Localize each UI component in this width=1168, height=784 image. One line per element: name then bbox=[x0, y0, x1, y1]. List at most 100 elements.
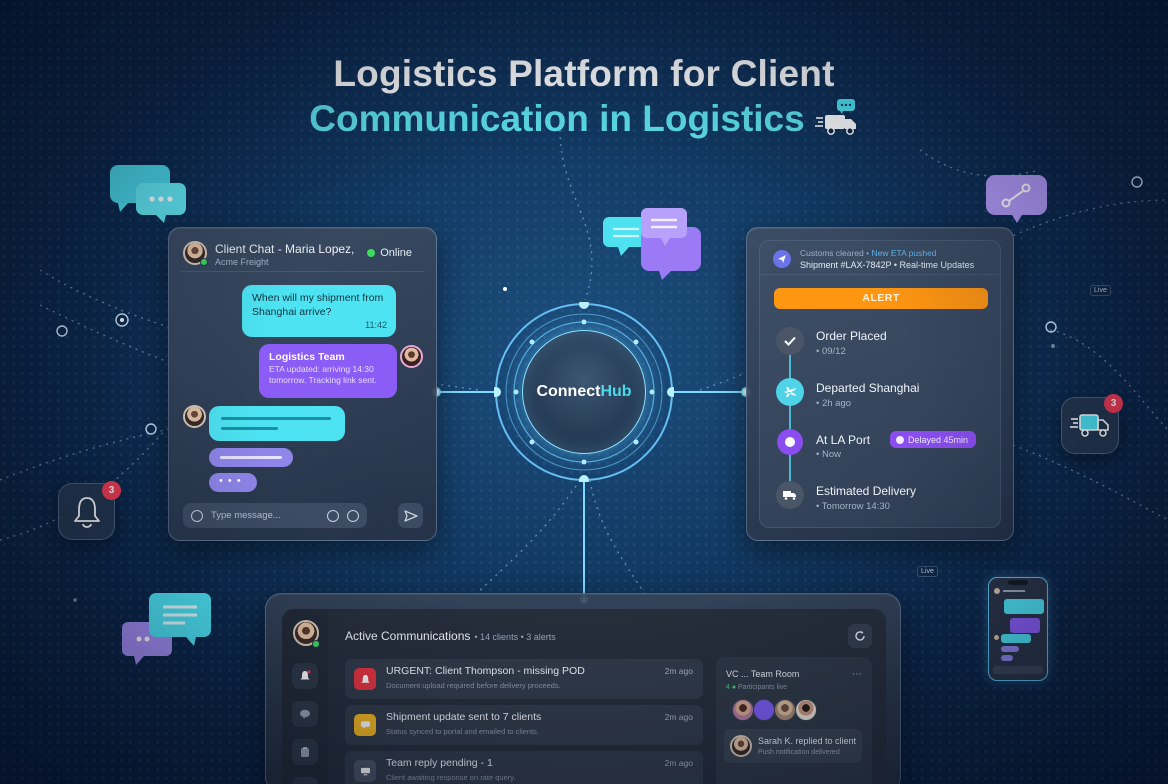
step-sub: • Now bbox=[816, 449, 841, 460]
status-label: Online bbox=[380, 247, 412, 259]
title-line-2: Communication in Logistics bbox=[309, 96, 858, 142]
chat-bubbles-icon-bottom bbox=[122, 592, 214, 671]
pin-icon bbox=[896, 435, 904, 444]
truck-chat-icon bbox=[814, 99, 859, 139]
truck-icon bbox=[1070, 413, 1109, 437]
dashboard-screen: Active Communications• 14 clients • 3 al… bbox=[282, 609, 886, 784]
chat-header: Client Chat - Maria Lopez, Acme Freight … bbox=[181, 240, 424, 272]
message-placeholder-text: Type message... bbox=[211, 510, 281, 521]
avatar-client-male bbox=[183, 405, 206, 428]
send-button[interactable] bbox=[398, 503, 423, 528]
delivery-truck-button[interactable]: 3 bbox=[1061, 394, 1123, 454]
alert-bell-icon bbox=[354, 668, 376, 690]
message-icon bbox=[354, 714, 376, 736]
send-icon bbox=[403, 509, 418, 522]
step-sub: • 09/12 bbox=[816, 346, 846, 357]
team-room-card[interactable]: VC ... Team Room ⋯ 4 ● Participants live… bbox=[716, 657, 872, 784]
notification-time: 2m ago bbox=[664, 712, 693, 722]
video-call-icon[interactable] bbox=[753, 699, 775, 721]
notification-sub: Document upload required before delivery… bbox=[386, 681, 561, 690]
step-sub: • 2h ago bbox=[816, 398, 852, 409]
message-text: ETA updated: arriving 14:30 tomorrow. Tr… bbox=[269, 364, 377, 385]
plane-badge-icon bbox=[773, 250, 791, 268]
message-input[interactable]: Type message... bbox=[183, 503, 367, 528]
avatar-team-member bbox=[400, 345, 423, 368]
notification-sub: Client awaiting response on rate query. bbox=[386, 773, 516, 782]
notification-item-urgent[interactable]: URGENT: Client Thompson - missing POD Do… bbox=[345, 659, 703, 699]
step-sub: • Tomorrow 14:30 bbox=[816, 501, 890, 512]
step-title: Estimated Delivery bbox=[816, 484, 917, 498]
status-dot-icon bbox=[367, 249, 376, 257]
participant-avatar bbox=[732, 699, 754, 721]
chat-company: Acme Freight bbox=[215, 257, 269, 267]
reply-title: Sarah K. replied to client bbox=[758, 736, 857, 746]
share-icon[interactable]: ⋯ bbox=[852, 669, 862, 680]
timeline-line bbox=[789, 341, 791, 499]
step-title: At LA Port bbox=[816, 433, 871, 447]
check-icon bbox=[776, 327, 804, 355]
notification-title: Team reply pending - 1 bbox=[386, 757, 493, 769]
sidebar-chat-button[interactable] bbox=[292, 701, 318, 727]
notification-time: 2m ago bbox=[664, 666, 693, 676]
sidebar-clipboard-button[interactable] bbox=[292, 739, 318, 765]
tracking-card: Customs cleared • New ETA pushed Shipmen… bbox=[759, 240, 1001, 528]
message-sender: Logistics Team bbox=[269, 351, 345, 363]
alert-button[interactable]: ALERT bbox=[774, 288, 988, 309]
notification-time: 2m ago bbox=[664, 758, 693, 768]
sidebar-settings-button[interactable] bbox=[292, 777, 318, 784]
title-line-2-text: Communication in Logistics bbox=[309, 98, 805, 139]
refresh-button[interactable] bbox=[848, 624, 872, 648]
truck-count-badge: 3 bbox=[1104, 394, 1123, 413]
message-client: When will my shipment from Shanghai arri… bbox=[242, 285, 396, 337]
bell-icon bbox=[300, 670, 311, 680]
bell-count-badge: 3 bbox=[102, 481, 121, 500]
notification-bell-button[interactable]: 3 bbox=[58, 481, 121, 540]
message-placeholder bbox=[209, 406, 345, 441]
notification-title: URGENT: Client Thompson - missing POD bbox=[386, 665, 585, 677]
active-communications-dashboard: Active Communications• 14 clients • 3 al… bbox=[265, 593, 901, 784]
participant-avatar bbox=[774, 699, 796, 721]
tracking-header: Customs cleared • New ETA pushed Shipmen… bbox=[760, 241, 1000, 275]
mobile-phone-mockup bbox=[988, 577, 1048, 681]
sticker-icon[interactable] bbox=[327, 509, 339, 522]
attachment-icon[interactable] bbox=[347, 509, 359, 522]
online-status: Online bbox=[367, 247, 412, 259]
reply-sub: Push notification delivered bbox=[758, 749, 840, 756]
team-card-title: VC ... Team Room bbox=[726, 669, 800, 679]
message-time: 11:42 bbox=[365, 320, 387, 330]
live-tag: Live bbox=[917, 566, 938, 577]
chat-bubbles-icon-center bbox=[603, 205, 703, 285]
message-team: Logistics Team ETA updated: arriving 14:… bbox=[259, 344, 397, 398]
online-indicator bbox=[312, 640, 320, 648]
notification-item-pending[interactable]: Team reply pending - 1 Client awaiting r… bbox=[345, 751, 703, 784]
notification-title: Shipment update sent to 7 clients bbox=[386, 711, 542, 723]
notification-sub: Status synced to portal and emailed to c… bbox=[386, 727, 540, 736]
shipment-id-line: Shipment #LAX-7842P • Real-time Updates bbox=[800, 260, 975, 270]
refresh-icon bbox=[855, 631, 865, 641]
tracking-status-line: Customs cleared • New ETA pushed bbox=[800, 248, 937, 258]
page-title: Logistics Platform for Client Communicat… bbox=[0, 52, 1168, 142]
message-placeholder bbox=[209, 448, 293, 467]
notification-item-update[interactable]: Shipment update sent to 7 clients Status… bbox=[345, 705, 703, 745]
truck-icon bbox=[776, 481, 804, 509]
chat-bubbles-icon-cyan bbox=[108, 163, 188, 230]
sidebar-notifications-button[interactable] bbox=[292, 663, 318, 689]
shipment-tracking-panel: Customs cleared • New ETA pushed Shipmen… bbox=[746, 227, 1014, 541]
clipboard-icon bbox=[301, 747, 309, 757]
title-line-1: Logistics Platform for Client bbox=[333, 53, 835, 94]
avatar-sarah-k bbox=[730, 735, 752, 757]
message-text: When will my shipment from Shanghai arri… bbox=[252, 292, 384, 318]
monitor-icon bbox=[354, 760, 376, 782]
client-chat-panel: Client Chat - Maria Lopez, Acme Freight … bbox=[168, 227, 437, 541]
team-card-sub: 4 ● Participants live bbox=[726, 684, 788, 691]
online-indicator bbox=[200, 258, 208, 266]
reply-notification[interactable]: Sarah K. replied to client Push notifica… bbox=[724, 729, 862, 763]
bell-icon bbox=[73, 496, 100, 528]
dashboard-title: Active Communications• 14 clients • 3 al… bbox=[345, 629, 556, 643]
chat-title: Client Chat - Maria Lopez, bbox=[215, 242, 355, 256]
step-title: Departed Shanghai bbox=[816, 381, 920, 395]
delay-badge: Delayed 45min bbox=[890, 431, 977, 448]
emoji-icon[interactable] bbox=[191, 509, 203, 522]
